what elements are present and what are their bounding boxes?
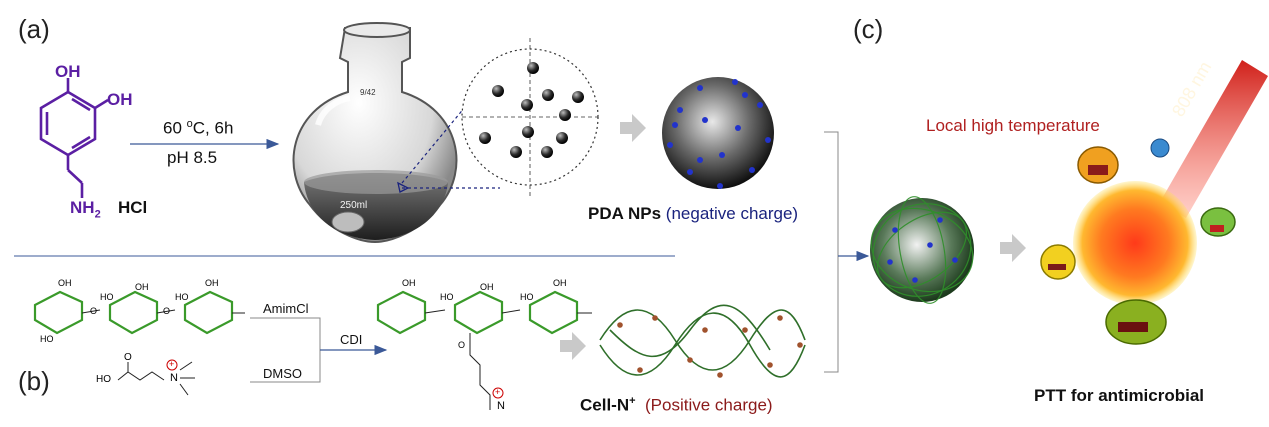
reaction-temp: 60 oC, 6h [163,118,234,138]
bracket [824,131,839,373]
cellulose-structure-left [33,290,234,335]
betaine-structure [117,361,195,396]
heated-particle [1073,181,1197,305]
grey-arrow-a [620,114,646,142]
helix-charges [617,315,803,378]
cell-oh-2: OH [135,282,149,292]
cell2-oh-2: OH [480,282,494,292]
cell2-ho-1: HO [440,292,454,302]
reagent-cdi: CDI [340,332,363,347]
cell-ho-1: HO [100,292,114,302]
cell-oh-3: OH [205,278,219,288]
dopamine-oh-2: OH [107,90,133,109]
cell-o-2: O [163,306,171,316]
zoom-line-top [401,94,476,184]
pda-caption: PDA NPs (negative charge) [588,204,799,223]
cell-oh-1: OH [58,278,72,288]
cell2-plus: + [495,387,501,397]
grey-arrow-b [560,332,586,360]
hybrid-nanoparticle [870,196,974,304]
cell-ho-3: HO [40,334,54,344]
reagent-amimcl: AmimCl [263,301,309,316]
dopamine-structure [39,78,109,198]
cell2-o: O [458,340,466,350]
grey-arrow-c [1000,234,1026,262]
reaction-ph: pH 8.5 [167,148,218,167]
bacterium-green-right [1200,207,1236,237]
bacterium-blue [1150,138,1170,158]
dopamine-hcl: HCl [118,198,148,217]
panel-label-b: (b) [18,366,50,396]
cell2-oh-1: OH [402,278,416,288]
cell-n-caption: Cell-N+ (Positive charge) [580,395,773,415]
bacterium-green-bottom [1105,299,1167,345]
betaine-ho: HO [96,374,111,385]
ptt-caption: PTT for antimicrobial [1034,386,1205,405]
cell2-oh-3: OH [553,278,567,288]
cellulose-structure-right [376,290,579,335]
cell-n-helix [599,304,806,378]
pda-nanoparticle [662,77,774,189]
reagent-dmso: DMSO [263,366,302,381]
flask-volume-text: 250ml [340,200,367,211]
round-bottom-flask [292,22,458,244]
betaine-plus: + [169,359,175,369]
panel-label-a: (a) [18,14,50,44]
dopamine-oh-1: OH [55,62,81,81]
dopamine-nh2: NH2 [70,198,101,221]
laser-beam [1160,60,1268,218]
panel-label-c: (c) [853,14,884,44]
cell-ho-2: HO [175,292,189,302]
betaine-o: O [124,352,132,363]
cell2-ho-2: HO [520,292,534,302]
flask-neck-text: 9/42 [360,88,376,97]
nanoparticle-dots [479,62,584,158]
cell-o-1: O [90,306,98,316]
betaine-n: N [170,372,178,384]
bacterium-yellow-top [1077,146,1119,184]
cell2-n: N [497,400,505,412]
bacterium-yellow-left [1040,244,1076,280]
local-temp-label: Local high temperature [926,116,1100,135]
